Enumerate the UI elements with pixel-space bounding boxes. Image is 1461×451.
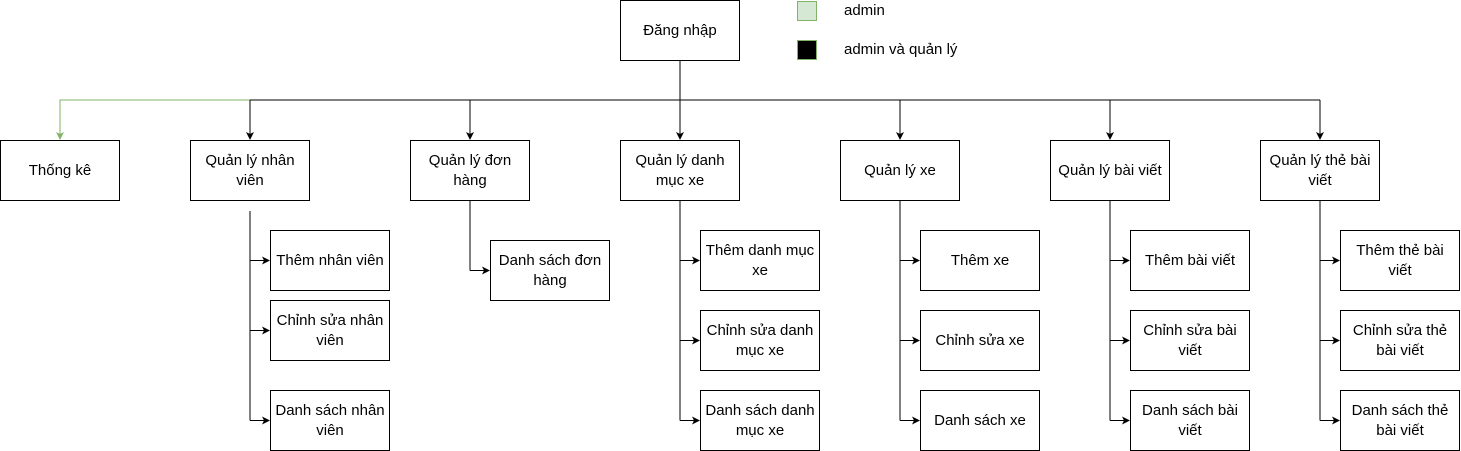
child-node: Thêm xe (920, 230, 1040, 291)
child-node: Chỉnh sửa nhân viên (270, 300, 390, 361)
child-node: Thêm thẻ bài viết (1340, 230, 1460, 291)
module-node: Quản lý thẻ bài viết (1260, 140, 1380, 201)
child-node: Chỉnh sửa thẻ bài viết (1340, 310, 1460, 371)
legend-label-admin-manager: admin và quản lý (844, 41, 958, 58)
module-node: Quản lý bài viết (1050, 140, 1170, 201)
child-node: Danh sách nhân viên (270, 390, 390, 451)
module-node: Thống kê (0, 140, 120, 201)
module-node: Quản lý danh mục xe (620, 140, 740, 201)
child-node: Danh sách thẻ bài viết (1340, 390, 1460, 451)
admin-connector (56, 99, 250, 140)
child-node: Chỉnh sửa danh mục xe (700, 310, 820, 371)
root-node-login: Đăng nhập (620, 0, 740, 61)
child-node: Thêm nhân viên (270, 230, 390, 291)
child-node: Danh sách xe (920, 390, 1040, 451)
child-node: Thêm danh mục xe (700, 230, 820, 291)
module-node: Quản lý đơn hàng (410, 140, 530, 201)
child-node: Chỉnh sửa bài viết (1130, 310, 1250, 371)
module-node: Quản lý xe (840, 140, 960, 201)
legend-swatch-admin (797, 1, 817, 21)
legend-label-admin: admin (844, 2, 885, 19)
legend-swatch-admin-manager (797, 40, 817, 60)
child-node: Danh sách đơn hàng (490, 240, 610, 301)
child-node: Danh sách bài viết (1130, 390, 1250, 451)
child-node: Thêm bài viết (1130, 230, 1250, 291)
child-node: Chỉnh sửa xe (920, 310, 1040, 371)
child-node: Danh sách danh mục xe (700, 390, 820, 451)
module-node: Quản lý nhân viên (190, 140, 310, 201)
